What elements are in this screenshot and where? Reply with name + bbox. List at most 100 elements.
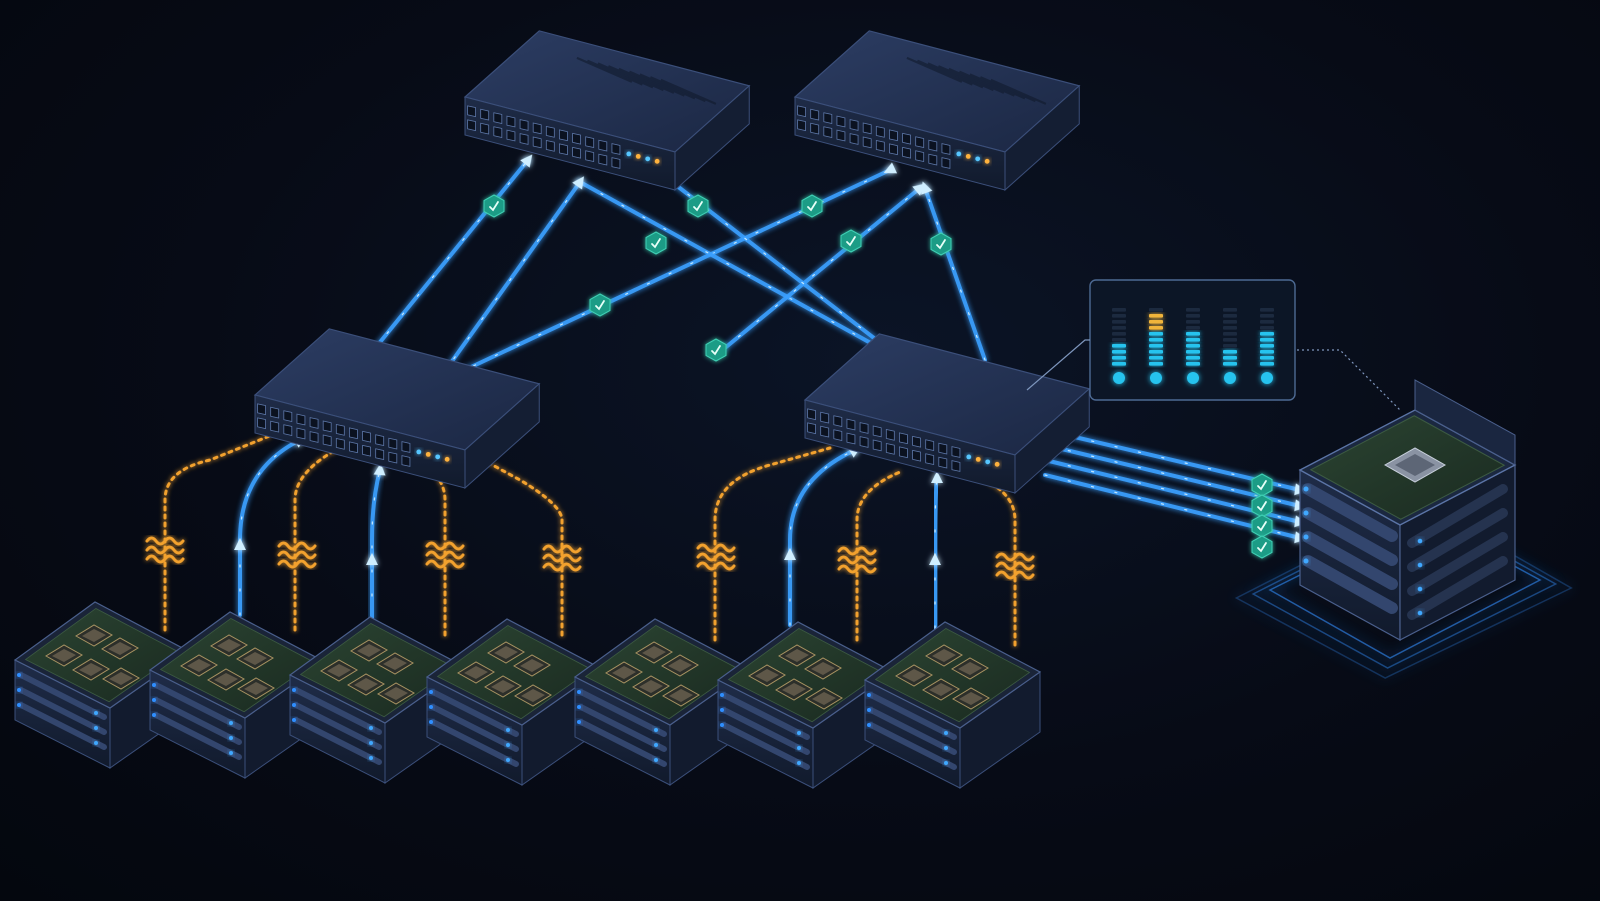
gpu-server	[863, 621, 1042, 789]
status-led	[17, 688, 21, 692]
gpu-server	[288, 616, 467, 784]
port-icon	[309, 431, 319, 443]
drive-bay	[721, 692, 810, 740]
drive-bay	[153, 712, 242, 760]
bar-indicator	[1113, 372, 1125, 384]
port-icon	[493, 112, 503, 124]
bar-indicator	[1187, 372, 1199, 384]
port-icon	[296, 413, 306, 426]
spine-leaf-link	[450, 168, 892, 378]
bar-segment	[1260, 326, 1274, 330]
port-icon	[270, 406, 280, 419]
hexagon-check-icon	[705, 338, 727, 362]
status-led	[425, 451, 431, 457]
port-icon	[506, 129, 516, 142]
leaf-server-amber-link	[163, 433, 274, 632]
status-led	[94, 711, 98, 715]
status-led	[229, 721, 233, 725]
circuit-board	[874, 628, 1031, 723]
status-led	[1303, 558, 1309, 564]
link-arrow	[366, 553, 378, 565]
bar-segment	[1112, 320, 1126, 324]
drive-bay	[1302, 531, 1398, 590]
port-icon	[545, 139, 555, 152]
port-icon	[902, 146, 911, 159]
port-icon	[388, 437, 398, 450]
status-led	[797, 761, 801, 765]
port-icon	[872, 425, 882, 438]
bar-segment	[1223, 332, 1237, 336]
bar-segment	[1260, 362, 1274, 366]
port-icon	[928, 139, 938, 152]
bar-segment	[1186, 320, 1200, 324]
port-icon	[375, 434, 385, 447]
devices-layer	[13, 30, 1573, 789]
port-icon	[862, 122, 872, 135]
telemetry-bar	[1149, 308, 1163, 384]
status-led	[797, 746, 801, 750]
status-led	[369, 756, 373, 760]
bar-segment	[1112, 338, 1126, 342]
status-led	[229, 751, 233, 755]
port-icon	[506, 115, 516, 128]
port-icon	[467, 119, 476, 132]
port-icon	[572, 132, 581, 145]
bar-segment	[1112, 314, 1126, 318]
status-led	[152, 698, 156, 702]
link-arrow	[234, 538, 246, 550]
spine-leaf-link	[438, 180, 582, 380]
bar-segment	[1223, 308, 1237, 312]
port-icon	[362, 430, 371, 443]
status-led	[229, 736, 233, 740]
port-icon	[833, 415, 843, 427]
status-led	[966, 454, 972, 460]
port-icon	[885, 442, 895, 455]
hexagon-check-icon	[801, 194, 823, 218]
leaf-server-amber-link	[293, 443, 347, 632]
leaf-server-amber-link	[463, 448, 564, 637]
status-led	[944, 761, 948, 765]
bar-segment	[1186, 356, 1200, 360]
bar-segment	[1260, 308, 1274, 312]
port-icon	[349, 441, 358, 454]
status-led	[94, 741, 98, 745]
bar-segment	[1260, 356, 1274, 360]
drive-bay	[1302, 555, 1398, 614]
bar-segment	[1260, 314, 1274, 318]
bar-indicator	[1261, 372, 1273, 384]
status-led	[577, 705, 581, 709]
port-icon	[875, 125, 885, 138]
status-led	[506, 728, 510, 732]
bar-segment	[1149, 356, 1163, 360]
port-icon	[401, 455, 411, 467]
status-led	[956, 151, 962, 157]
link-arrow	[883, 162, 898, 174]
panel-leader-line	[1297, 349, 1401, 411]
bar-segment	[1149, 308, 1163, 312]
drive-bay	[868, 707, 957, 755]
status-led	[292, 718, 296, 722]
port-icon	[283, 424, 293, 436]
vent-grille	[906, 56, 1047, 105]
status-led	[369, 741, 373, 745]
bar-indicator	[1150, 372, 1162, 384]
port-icon	[912, 435, 921, 448]
port-icon	[283, 410, 293, 422]
port-icon	[810, 108, 820, 121]
drive-bay	[868, 722, 957, 770]
port-icon	[885, 428, 895, 441]
port-icon	[941, 157, 951, 169]
bar-segment	[1149, 362, 1163, 366]
port-icon	[270, 420, 280, 433]
status-led	[1303, 534, 1309, 540]
bar-segment	[1149, 332, 1163, 336]
status-led	[867, 708, 871, 712]
port-icon	[532, 136, 542, 149]
status-led	[506, 758, 510, 762]
port-icon	[611, 157, 621, 169]
bar-segment	[1186, 350, 1200, 354]
wave-icon	[145, 536, 185, 564]
port-icon	[872, 439, 882, 452]
wave-icon	[995, 552, 1035, 580]
